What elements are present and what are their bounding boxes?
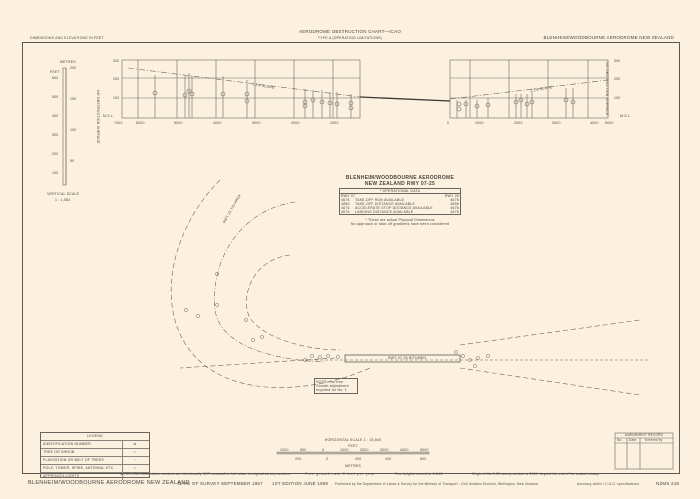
amendment-col-entered: Entered by bbox=[645, 438, 663, 442]
hscale-metre-tick: 200 bbox=[355, 457, 362, 461]
tree-heights-note: Tree heights correct to 1-8-69 bbox=[395, 472, 443, 476]
vscale-feet-tick: 400 bbox=[52, 114, 59, 118]
vscale-metre-tick: 100 bbox=[70, 128, 77, 132]
vscale-metre-tick: 150 bbox=[70, 97, 77, 101]
vscale-metre-tick: 50 bbox=[70, 159, 75, 163]
hscale-feet-label: FEET bbox=[348, 444, 358, 448]
hscale-metre-tick: 200 bbox=[295, 457, 302, 461]
aerodrome-info-block: BLENHEIM/WOODBOURNE AERODROME NEW ZEALAN… bbox=[335, 175, 465, 226]
origin-note: Origin of the 1:50 survey surface is 200… bbox=[472, 472, 600, 476]
hscale-metre-tick: 400 bbox=[385, 457, 392, 461]
left-x-tick: 7000 bbox=[114, 121, 123, 125]
vscale-feet-tick: 100 bbox=[52, 171, 59, 175]
hscale-metres-label: METRES bbox=[345, 464, 361, 468]
left-x-tick: 6000 bbox=[136, 121, 145, 125]
hscale-feet-tick: 500 bbox=[300, 448, 307, 452]
left-x-tick: 2000 bbox=[291, 121, 300, 125]
amendment-col-date: Date bbox=[629, 438, 637, 442]
vscale-feet-label: FEET bbox=[50, 70, 60, 74]
runway-label: RWY 07-25 BITUMEN bbox=[388, 356, 427, 360]
left-x-tick: 5000 bbox=[174, 121, 183, 125]
chart-frame bbox=[22, 42, 680, 474]
right-x-tick: 5000 bbox=[605, 121, 614, 125]
vscale-feet-tick: 500 bbox=[52, 95, 59, 99]
hscale-feet-tick: 0 bbox=[322, 448, 325, 452]
left-x-tick: 1000 bbox=[330, 121, 339, 125]
vscale-feet-tick: 200 bbox=[52, 152, 59, 156]
vscale-metres-label: METRES bbox=[60, 60, 76, 64]
footer-publisher: Published by the Department of Lands & S… bbox=[335, 482, 540, 486]
ops-footnote2: No approach or take-off gradients have b… bbox=[350, 222, 450, 226]
pole-icon: ○ bbox=[122, 465, 147, 472]
vscale-feet-tick: 600 bbox=[52, 76, 59, 80]
ops-col-right: RWY 25 bbox=[444, 194, 459, 198]
right-y-tick: 100 bbox=[614, 96, 621, 100]
hscale-feet-tick: 1000 bbox=[280, 448, 289, 452]
hscale-feet-tick: 5000 bbox=[420, 448, 429, 452]
right-x-tick: 3000 bbox=[552, 121, 561, 125]
right-x-tick: 0 bbox=[447, 121, 450, 125]
footer-accuracy: Accuracy within I.C.A.O. specifications bbox=[577, 482, 640, 486]
hscale-feet-tick: 1000 bbox=[340, 448, 349, 452]
tree-growth-note: Tree growth rate 3 feet per year bbox=[305, 472, 376, 476]
right-x-tick: 4000 bbox=[590, 121, 599, 125]
hscale-title: HORIZONTAL SCALE 1 : 15,840 bbox=[324, 438, 382, 442]
approach-lights-icon: · bbox=[122, 473, 147, 480]
right-y-tick: 300 bbox=[614, 59, 621, 63]
plantation-icon: ⁘ bbox=[122, 457, 147, 464]
ops-footnote1: * These are actual Physical Dimensions bbox=[365, 218, 435, 222]
right-x-tick: 1000 bbox=[475, 121, 484, 125]
legend-item: IDENTIFICATION NUMBER⊛ bbox=[41, 440, 149, 448]
legend-item: TREE OR SHRUB• bbox=[41, 448, 149, 456]
plan-note: NOTE:- No tree Growth adjustment require… bbox=[314, 378, 358, 394]
hscale-feet-tick: 4000 bbox=[400, 448, 409, 452]
info-title-line2: NEW ZEALAND RWY 07-25 bbox=[364, 181, 436, 187]
left-profile-msl: M.S.L. bbox=[103, 114, 115, 118]
vscale-metre-tick: 200 bbox=[70, 66, 77, 70]
chart-title: AERODROME OBSTRUCTION CHART—ICAO bbox=[298, 29, 402, 34]
left-x-tick: 4000 bbox=[213, 121, 222, 125]
ops-col-left: RWY 07 bbox=[341, 194, 356, 198]
right-y-tick: 200 bbox=[614, 77, 621, 81]
vscale-caption: VERTICAL SCALE bbox=[47, 192, 80, 196]
units-note: DIMENSIONS AND ELEVATIONS IN FEET bbox=[30, 36, 104, 40]
info-title-line1: BLENHEIM/WOODBOURNE AERODROME bbox=[345, 175, 455, 181]
right-profile-msl: M.S.L. bbox=[620, 114, 632, 118]
amendment-record-title: AMENDMENT RECORD bbox=[624, 433, 664, 437]
left-x-tick: 3000 bbox=[252, 121, 261, 125]
footer-chart-no: NZMS 218 bbox=[656, 481, 680, 486]
legend-item: APPROACH LIGHTS· bbox=[41, 472, 149, 480]
footer-edition: 1ST EDITION JUNE 1969 bbox=[272, 481, 329, 486]
hscale-feet-tick: 3000 bbox=[380, 448, 389, 452]
identification-number-icon: ⊛ bbox=[122, 441, 147, 448]
hscale-feet-tick: 2000 bbox=[360, 448, 369, 452]
right-x-tick: 2000 bbox=[514, 121, 523, 125]
hscale-metre-tick: 600 bbox=[420, 457, 427, 461]
hscale-metre-tick: 0 bbox=[326, 457, 329, 461]
legend: LEGEND IDENTIFICATION NUMBER⊛ TREE OR SH… bbox=[40, 432, 150, 480]
chart-subtitle: TYPE A (OPERATING LIMITATIONS) bbox=[317, 36, 383, 40]
amendment-col-no: No. bbox=[617, 438, 623, 442]
footer-survey-date: DATE OF SURVEY SEPTEMBER 1967 bbox=[178, 481, 263, 486]
observation-note: NOTE:—The observation numbers are intent… bbox=[120, 472, 291, 476]
legend-title: LEGEND bbox=[87, 434, 103, 438]
tree-icon: • bbox=[122, 449, 147, 456]
footer-place: BLENHEIM/WOODBOURNE AERODROME NEW ZEALAN… bbox=[28, 480, 190, 486]
aerodrome-title: BLENHEIM/WOODBOURNE AERODROME NEW ZEALAN… bbox=[543, 35, 674, 40]
vscale-feet-tick: 300 bbox=[52, 133, 59, 137]
legend-item: POLE, TOWER, SPIRE, ANTENNA, ETC.○ bbox=[41, 464, 149, 472]
legend-item: PLANTATION OR BELT OF TREES⁘ bbox=[41, 456, 149, 464]
left-y-tick: 200 bbox=[113, 77, 120, 81]
left-y-tick: 100 bbox=[113, 96, 120, 100]
vscale-ratio: 1 : 1,584 bbox=[55, 198, 71, 202]
ops-header: * OPERATIONAL DATA bbox=[340, 189, 460, 194]
left-y-tick: 300 bbox=[113, 59, 120, 63]
